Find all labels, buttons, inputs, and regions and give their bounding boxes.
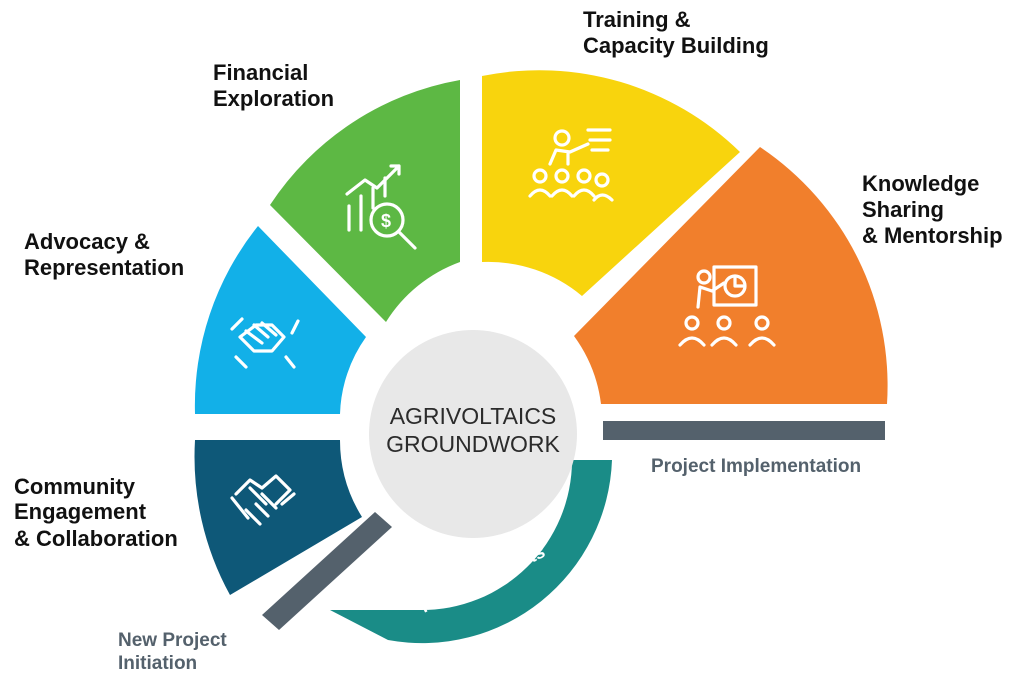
label-financial: Financial Exploration: [213, 60, 334, 111]
segment-community-engagement: [194, 440, 362, 595]
segment-financial: [270, 80, 460, 322]
segment-advocacy: [194, 226, 366, 414]
handshake-icon: [230, 474, 296, 526]
segment-training: [482, 70, 740, 296]
financial-search-icon: $: [345, 164, 417, 250]
phase-implementation-label: Project Implementation: [651, 456, 861, 477]
phase-initiation-label: New Project Initiation: [118, 630, 232, 674]
initiation-bar: [262, 512, 392, 630]
trainer-audience-icon: [528, 128, 614, 202]
svg-text:$: $: [381, 211, 391, 231]
center-circle: [369, 330, 577, 538]
presentation-audience-icon: [678, 265, 776, 347]
label-advocacy: Advocacy & Representation: [24, 229, 184, 280]
project-insights-band: [330, 460, 612, 644]
label-training: Training & Capacity Building: [583, 7, 769, 58]
center-title-line1: AGRIVOLTAICS: [390, 403, 557, 429]
center-title-line2: GROUNDWORK: [386, 431, 560, 457]
insights-arrows: <<<: [358, 595, 390, 615]
teamwork-hands-icon: [230, 317, 300, 369]
implementation-bar: [603, 421, 885, 440]
label-community: Community Engagement & Collaboration: [14, 474, 178, 551]
label-knowledge: Knowledge Sharing & Mentorship: [862, 171, 1003, 248]
